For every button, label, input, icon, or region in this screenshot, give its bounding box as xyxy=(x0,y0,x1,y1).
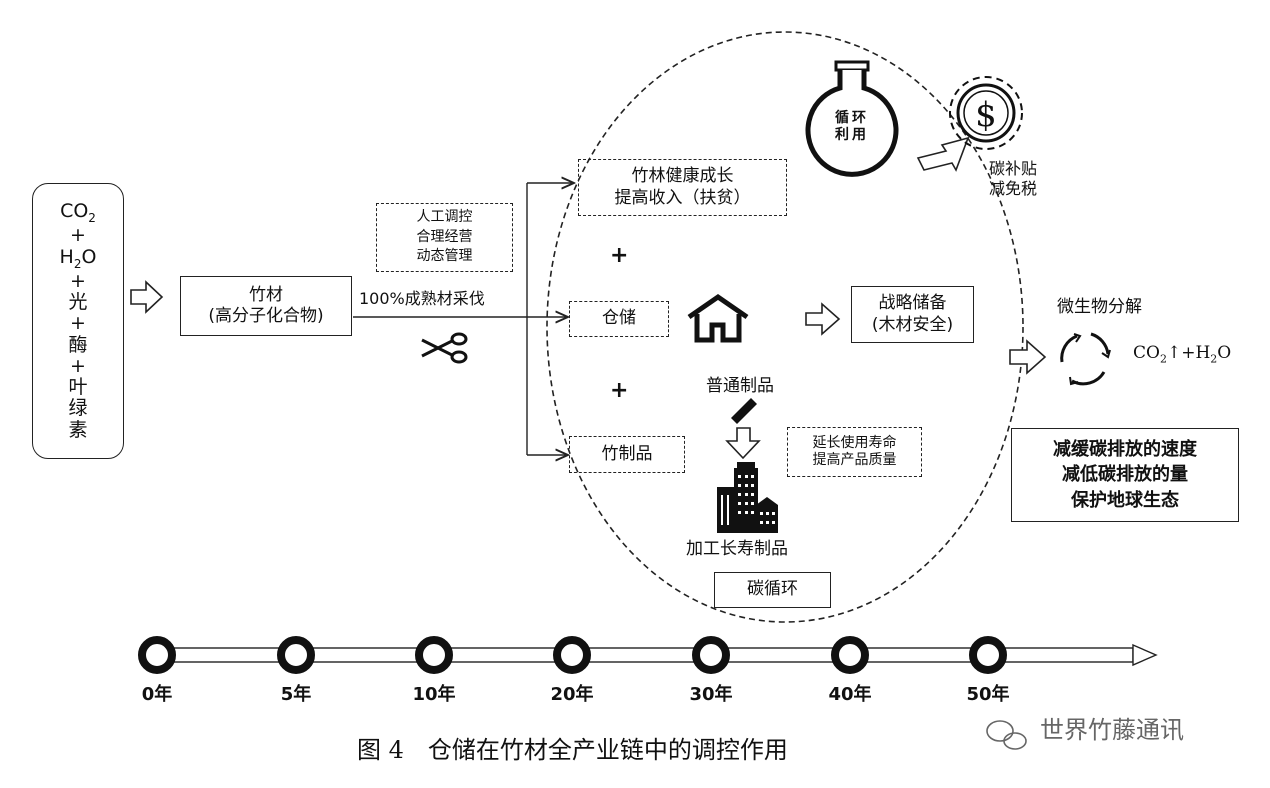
timeline-label: 40年 xyxy=(828,684,872,705)
strategic-title: 战略储备 xyxy=(878,293,947,314)
carbon-cycle-label: 碳循环 xyxy=(747,579,798,600)
timeline-node xyxy=(138,636,176,674)
long-life-products-label: 加工长寿制品 xyxy=(686,539,788,559)
carbon-cycle-ellipse xyxy=(546,31,1024,623)
scissors-icon xyxy=(421,332,468,364)
effect-line: 减缓碳排放的速度 xyxy=(1053,439,1197,461)
chlorophyll-char: 绿 xyxy=(68,397,88,420)
effect-line: 保护地球生态 xyxy=(1071,489,1179,511)
subsidy-label: 碳补贴 减免税 xyxy=(968,154,1058,204)
timeline-label: 20年 xyxy=(550,684,594,705)
light-label: 光 xyxy=(68,291,88,314)
figure-caption: 图 4 仓储在竹材全产业链中的调控作用 xyxy=(357,736,788,764)
bamboo-material-box: 竹材 (高分子化合物) xyxy=(180,276,352,336)
health-line: 竹林健康成长 xyxy=(631,166,734,187)
ordinary-products-label: 普通制品 xyxy=(706,376,774,396)
decomposition-label: 微生物分解 xyxy=(1057,297,1142,317)
co2-output-formula: CO2↑+H2O xyxy=(1133,343,1232,366)
strategic-subtitle: (木材安全) xyxy=(871,314,954,335)
timeline xyxy=(154,643,1158,667)
flask-label-line: 利用 xyxy=(835,127,869,143)
timeline-label: 10年 xyxy=(412,684,456,705)
products-box: 竹制品 xyxy=(569,436,685,473)
flask-icon xyxy=(805,60,899,177)
health-line: 提高收入（扶贫） xyxy=(614,187,751,208)
house-icon xyxy=(687,293,749,343)
effect-box: 减缓碳排放的速度 减低碳排放的量 保护地球生态 xyxy=(1011,428,1239,522)
extend-line: 提高产品质量 xyxy=(812,452,897,468)
management-line: 合理经营 xyxy=(416,228,473,245)
subsidy-line: 碳补贴 xyxy=(988,159,1037,178)
hollow-arrow-decomposition xyxy=(1009,339,1047,375)
carbon-cycle-box: 碳循环 xyxy=(714,572,831,608)
plus-sign: + xyxy=(70,312,86,335)
management-line: 人工调控 xyxy=(416,209,473,226)
chlorophyll-char: 叶 xyxy=(68,376,88,399)
bamboo-subtitle: (高分子化合物) xyxy=(208,306,324,326)
management-line: 动态管理 xyxy=(416,248,473,265)
watermark: 世界竹藤通讯 xyxy=(1040,716,1184,744)
timeline-node xyxy=(969,636,1007,674)
hollow-arrow-strategic xyxy=(805,302,841,336)
harvest-label: 100%成熟材采伐 xyxy=(359,289,485,308)
timeline-label: 5年 xyxy=(280,684,312,705)
hollow-arrow-down xyxy=(725,427,761,460)
chlorophyll-char: 素 xyxy=(68,418,88,441)
enzyme-label: 酶 xyxy=(68,333,88,356)
timeline-node xyxy=(692,636,730,674)
plus-sign-a: + xyxy=(610,243,629,268)
plus-sign: + xyxy=(70,354,86,377)
hollow-arrow-input xyxy=(130,280,164,314)
effect-line: 减低碳排放的量 xyxy=(1062,464,1188,486)
timeline-node xyxy=(553,636,591,674)
wechat-icon xyxy=(986,720,1027,750)
timeline-label: 50年 xyxy=(966,684,1010,705)
extend-line: 延长使用寿命 xyxy=(812,434,897,451)
co2-formula: CO2 xyxy=(60,200,96,225)
plus-sign: + xyxy=(70,269,86,292)
plus-sign: + xyxy=(70,224,86,247)
timeline-label: 0年 xyxy=(141,684,173,705)
extend-life-box: 延长使用寿命 提高产品质量 xyxy=(787,427,922,477)
timeline-label: 30年 xyxy=(689,684,733,705)
flask-label: 循环 利用 xyxy=(822,104,882,150)
timeline-node xyxy=(831,636,869,674)
subsidy-arrow xyxy=(916,136,970,172)
storage-box: 仓储 xyxy=(569,301,669,337)
health-box: 竹林健康成长 提高收入（扶贫） xyxy=(578,159,787,216)
dollar-gear-icon: $ xyxy=(949,76,1023,150)
recycle-icon xyxy=(1060,332,1111,386)
flask-label-line: 循环 xyxy=(835,109,869,126)
plus-sign-b: + xyxy=(610,378,629,403)
products-label: 竹制品 xyxy=(601,443,653,464)
storage-label: 仓储 xyxy=(602,308,636,329)
buildings-icon xyxy=(717,462,778,533)
management-box: 人工调控 合理经营 动态管理 xyxy=(376,203,513,272)
input-box: CO2 + H2O + 光 + 酶 + 叶 绿 素 xyxy=(32,183,124,459)
timeline-node xyxy=(277,636,315,674)
strategic-reserve-box: 战略储备 (木材安全) xyxy=(851,286,974,343)
bamboo-title: 竹材 xyxy=(249,284,283,305)
subsidy-line: 减免税 xyxy=(988,179,1037,198)
h2o-formula: H2O xyxy=(59,245,97,271)
bamboo-stick-icon xyxy=(731,398,757,424)
timeline-node xyxy=(415,636,453,674)
svg-text:$: $ xyxy=(975,95,997,135)
